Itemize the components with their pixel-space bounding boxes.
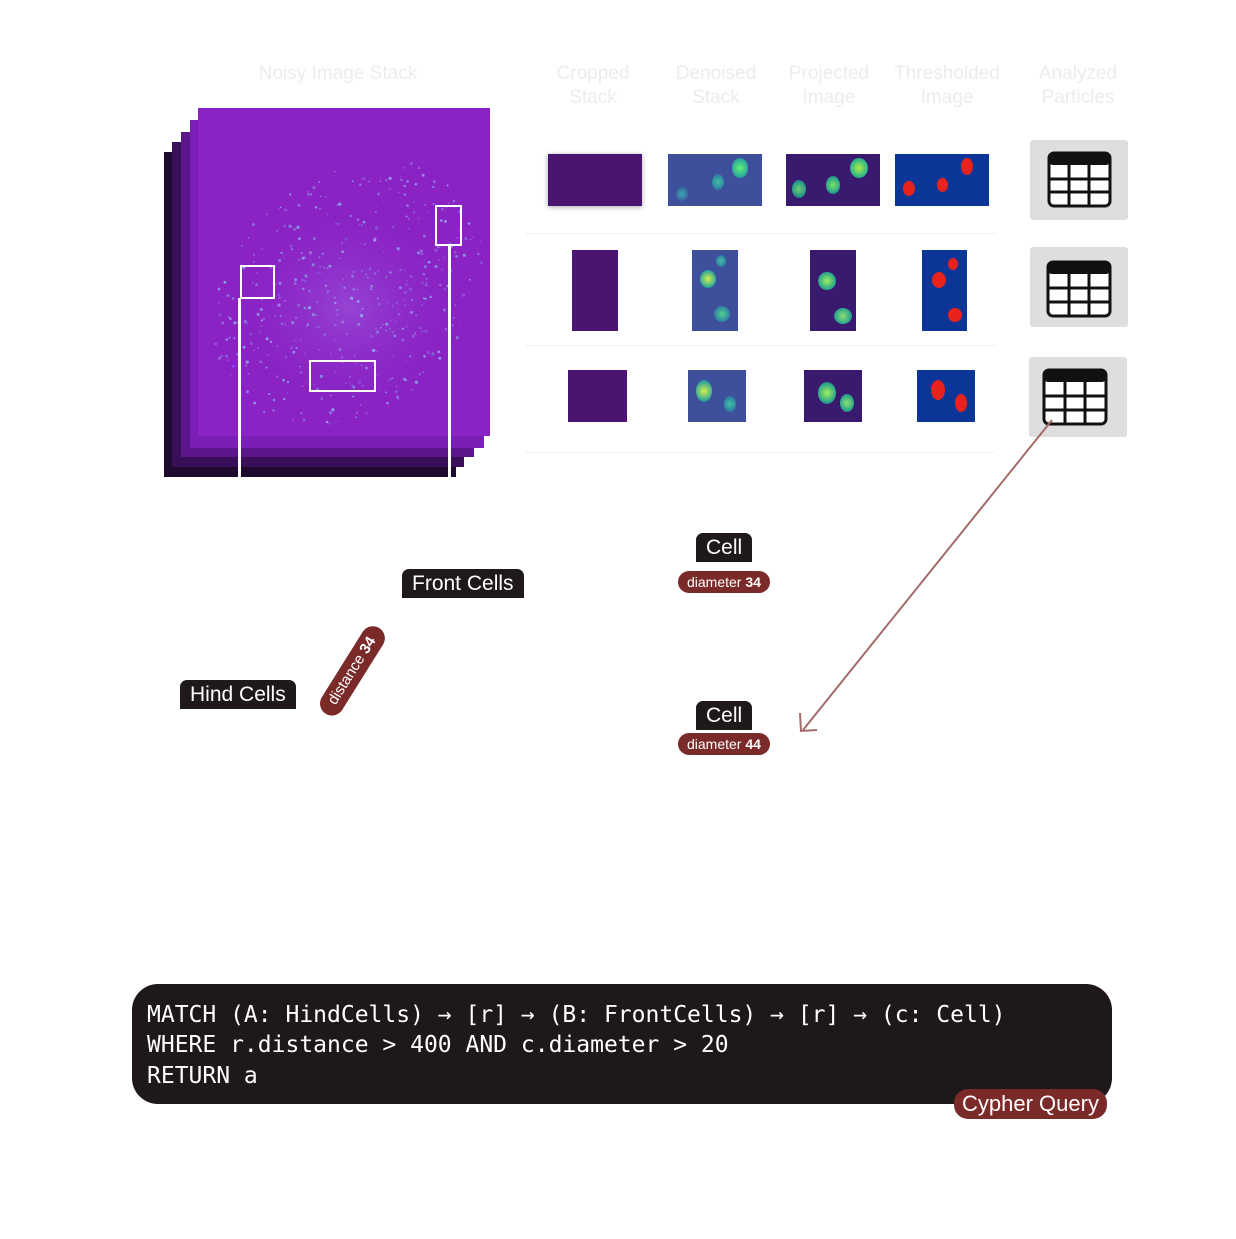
- query-line: WHERE r.distance > 400 AND c.diameter > …: [147, 1032, 729, 1058]
- property-diameter: diameter 44: [678, 733, 770, 755]
- cropped-thumbnail: [548, 154, 642, 206]
- header-noisy-image-stack: Noisy Image Stack: [258, 63, 418, 84]
- node-cell[interactable]: Cell: [696, 701, 753, 730]
- cypher-query-box: MATCH (A: HindCells) → [r] → (B: FrontCe…: [132, 984, 1112, 1104]
- row-divider: [525, 452, 995, 453]
- analyzed-particles-table[interactable]: [1030, 140, 1128, 220]
- roi-box: [309, 360, 376, 392]
- table-icon: [1047, 151, 1112, 208]
- roi-box: [435, 205, 462, 246]
- property-key: distance: [324, 651, 369, 708]
- node-hind-cells[interactable]: Hind Cells: [180, 680, 296, 709]
- node-cell[interactable]: Cell: [696, 533, 753, 562]
- thresholded-thumbnail: [917, 370, 975, 422]
- edge-property-distance: distance 34: [315, 621, 390, 721]
- denoised-thumbnail: [692, 250, 738, 331]
- query-line: RETURN a: [147, 1063, 258, 1089]
- thresholded-thumbnail: [895, 154, 989, 206]
- row-divider: [525, 233, 995, 234]
- property-key: diameter: [687, 736, 742, 752]
- property-value: 34: [745, 574, 761, 590]
- projected-thumbnail: [786, 154, 880, 206]
- analyzed-particles-table[interactable]: [1030, 247, 1128, 327]
- table-icon: [1046, 260, 1112, 318]
- row-divider: [525, 345, 995, 346]
- denoised-thumbnail: [688, 370, 746, 422]
- stack-front-image: [198, 108, 490, 436]
- header-thresholded-image: Thresholded Image: [894, 63, 1000, 108]
- property-key: diameter: [687, 574, 742, 590]
- roi-leader-line: [448, 245, 451, 478]
- denoised-thumbnail: [668, 154, 762, 206]
- table-icon: [1042, 368, 1108, 426]
- query-line: MATCH (A: HindCells) → [r] → (B: FrontCe…: [147, 1002, 1006, 1028]
- property-value: 34: [356, 633, 380, 657]
- header-cropped-stack: Cropped Stack: [556, 63, 630, 108]
- cropped-thumbnail: [568, 370, 627, 422]
- header-denoised-stack: Denoised Stack: [675, 63, 757, 108]
- node-front-cells[interactable]: Front Cells: [402, 569, 524, 598]
- roi-leader-line: [238, 298, 241, 478]
- cropped-thumbnail: [572, 250, 618, 331]
- cell-speckle-pattern: [214, 162, 483, 428]
- projected-thumbnail: [804, 370, 862, 422]
- projected-thumbnail: [810, 250, 856, 331]
- property-diameter: diameter 34: [678, 571, 770, 593]
- header-projected-image: Projected Image: [788, 63, 870, 108]
- roi-box: [240, 265, 275, 299]
- thresholded-thumbnail: [922, 250, 967, 331]
- property-value: 44: [745, 736, 761, 752]
- analyzed-particles-table[interactable]: [1029, 357, 1127, 437]
- cypher-query-tag: Cypher Query: [954, 1089, 1107, 1119]
- header-analyzed-particles: Analyzed Particles: [1038, 63, 1118, 108]
